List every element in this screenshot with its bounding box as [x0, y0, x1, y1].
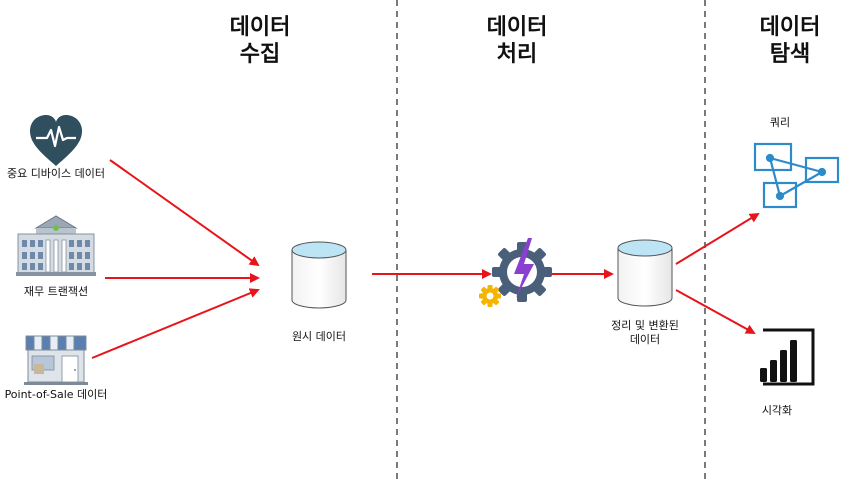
clean-data-label: 정리 및 변환된 데이터	[595, 319, 695, 347]
query-label: 쿼리	[769, 116, 791, 129]
visualization-label: 시각화	[761, 404, 793, 417]
section-heading-process-line2: 처리	[496, 42, 538, 67]
source-label-finance: 재무 트랜잭션	[23, 285, 89, 298]
query-diagram-icon	[753, 142, 840, 209]
arrow-clean-to-query	[675, 212, 760, 265]
gear-lightning-icon	[479, 238, 552, 307]
raw-data-label: 원시 데이터	[291, 330, 347, 343]
heart-monitor-icon	[30, 115, 82, 166]
store-icon	[24, 335, 88, 385]
arrow-clean-to-visual	[675, 289, 756, 334]
section-heading-explore-line2: 탐색	[769, 42, 811, 67]
clean-data-label-line2: 데이터	[629, 333, 661, 346]
raw-data-cylinder-icon	[291, 241, 347, 309]
section-heading-process: 데이터 처리	[462, 14, 572, 68]
power-bi-icon	[760, 328, 815, 386]
clean-data-label-line1: 정리 및 변환된	[611, 319, 679, 332]
section-heading-explore: 데이터 탐색	[735, 14, 845, 68]
bank-building-icon	[16, 215, 96, 276]
section-heading-explore-line1: 데이터	[759, 15, 821, 40]
arrow-device-to-raw	[109, 159, 260, 267]
arrow-pos-to-raw	[91, 288, 260, 359]
clean-data-cylinder-icon	[617, 239, 673, 307]
section-heading-process-line1: 데이터	[486, 15, 548, 40]
source-label-device: 중요 디바이스 데이터	[6, 167, 106, 180]
section-heading-ingest-line2: 수집	[239, 42, 281, 67]
section-heading-ingest-line1: 데이터	[229, 15, 291, 40]
section-heading-ingest: 데이터 수집	[205, 14, 315, 68]
source-label-pos: Point-of-Sale 데이터	[4, 388, 108, 401]
